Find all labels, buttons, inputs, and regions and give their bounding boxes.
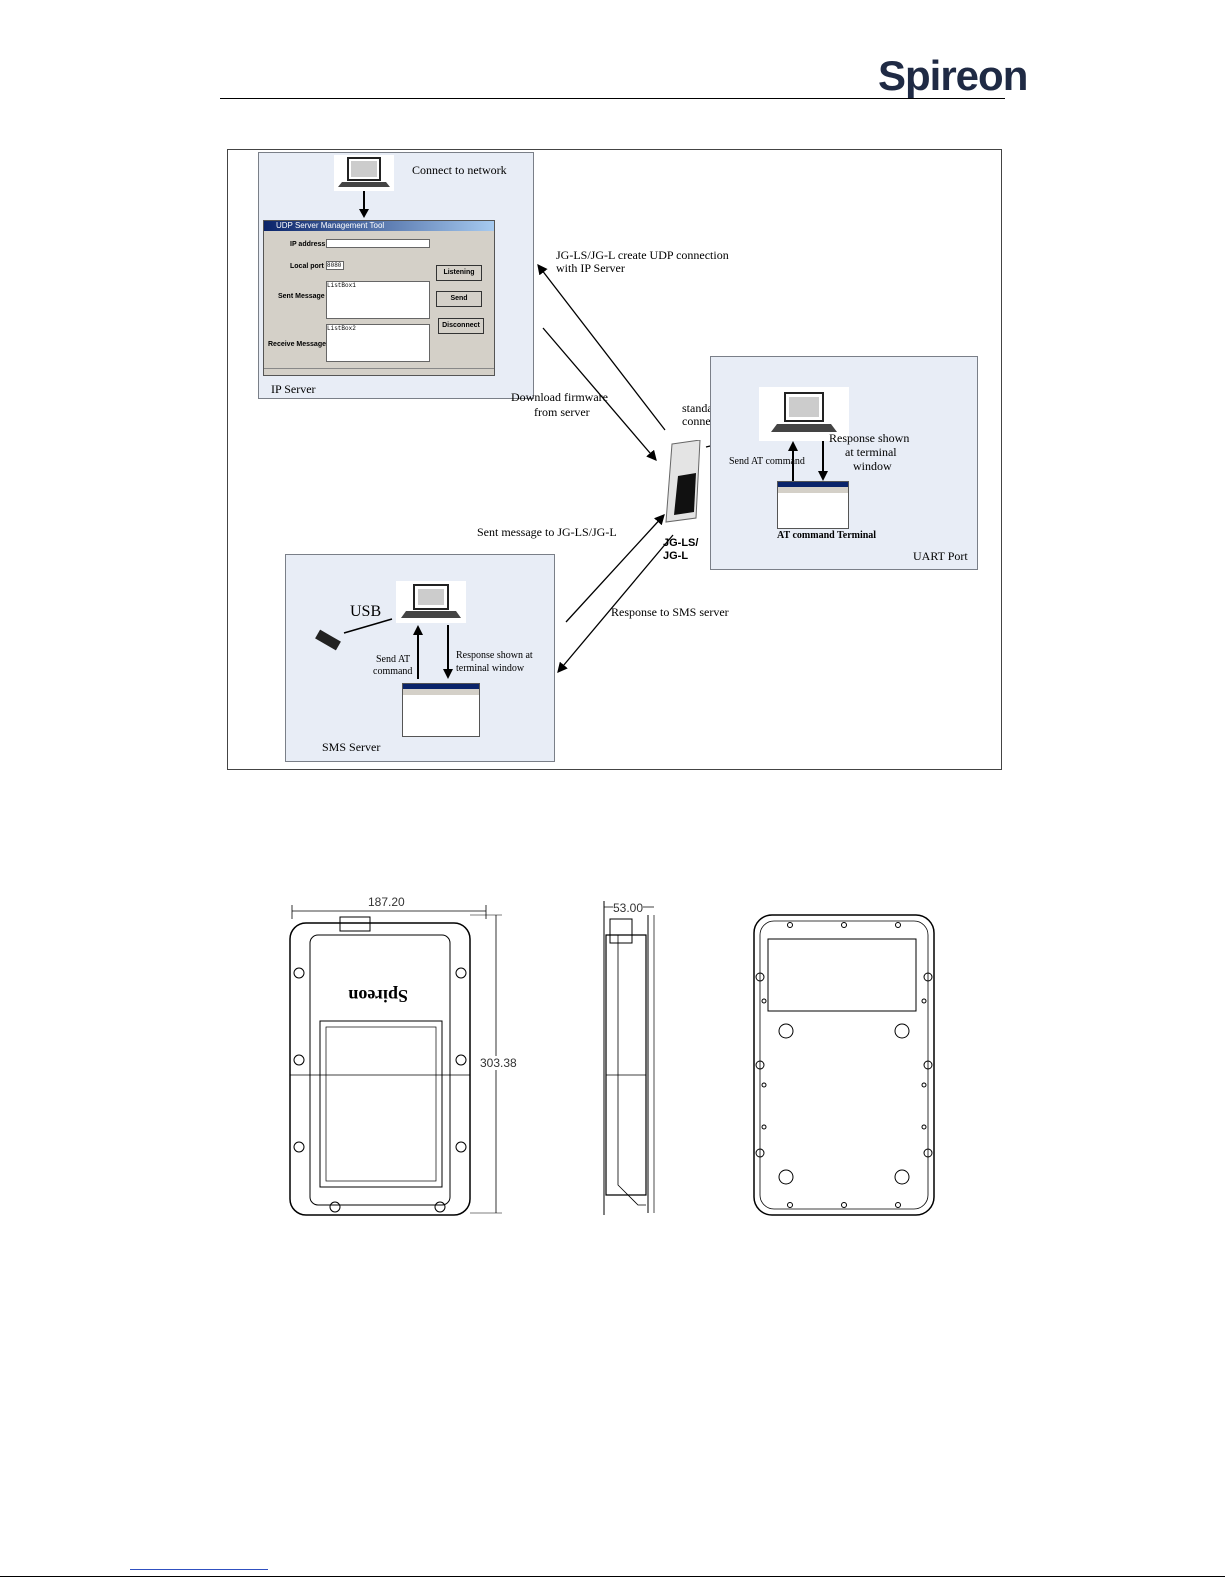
laptop-icon <box>401 584 461 618</box>
listening-button[interactable]: Listening <box>436 265 482 281</box>
device-label-2: JG-L <box>663 550 689 562</box>
terminal-window <box>777 481 849 529</box>
ip-input[interactable] <box>326 239 430 248</box>
sent-listbox[interactable]: ListBox1 <box>326 281 430 319</box>
udp-label-2: with IP Server <box>556 261 625 275</box>
receive-listbox[interactable]: ListBox2 <box>326 324 430 362</box>
up-down-arrows <box>788 441 828 481</box>
down-arrow <box>359 191 369 218</box>
laptop-icon <box>338 157 390 187</box>
ip-server-panel: Connect to network UDP Server Management… <box>258 152 534 399</box>
sms-response-1: Response shown at <box>456 650 533 661</box>
usb-modem-icon <box>315 618 393 651</box>
tracker-device-icon <box>665 440 701 523</box>
usb-label: USB <box>350 603 382 620</box>
header: Spireon <box>0 0 1225 100</box>
sent-label: Sent Message <box>278 293 325 300</box>
svg-text:Spireon: Spireon <box>348 986 408 1006</box>
sms-response-arrow <box>557 534 674 673</box>
response-label-1: Response shown <box>829 431 910 445</box>
ip-server-label: IP Server <box>271 382 316 396</box>
side-view <box>603 901 655 1215</box>
sms-send-at-1: Send AT <box>376 654 411 665</box>
send-at-label: Send AT command <box>729 456 805 467</box>
terminal-label: AT command Terminal <box>777 530 877 541</box>
header-rule <box>220 98 1005 99</box>
footer-link-underline[interactable] <box>130 1569 268 1570</box>
sms-sent-arrow <box>565 514 665 623</box>
laptop-icon <box>771 392 837 432</box>
window-title: UDP Server Management Tool <box>264 221 494 231</box>
response-label-2: at terminal <box>845 445 897 459</box>
height-dimension: 303.38 <box>480 1056 517 1070</box>
mechanical-drawing: Spireon 187.20 303.38 53.00 <box>280 895 960 1235</box>
udp-tool-window: UDP Server Management Tool IP address Lo… <box>263 220 495 376</box>
connect-label: Connect to network <box>412 163 507 177</box>
sms-server-panel: USB Send AT command Response shown at te… <box>285 554 555 762</box>
send-button[interactable]: Send <box>436 291 482 307</box>
sms-server-label: SMS Server <box>322 740 381 754</box>
uart-panel: Send AT command Response shown at termin… <box>710 356 978 570</box>
port-label: Local port <box>290 263 324 270</box>
sent-sms-label: Sent message to JG-LS/JG-L <box>477 525 617 539</box>
laptop-box <box>759 387 849 441</box>
udp-arrow <box>537 263 666 431</box>
port-input[interactable]: 8080 <box>326 261 344 270</box>
spireon-logo: Spireon <box>878 52 1028 99</box>
receive-label: Receive Message <box>268 341 326 348</box>
download-arrow <box>542 327 657 461</box>
laptop-box <box>334 155 394 191</box>
uart-label: UART Port <box>913 549 968 563</box>
depth-dimension: 53.00 <box>613 901 644 915</box>
status-bar <box>264 368 494 375</box>
device-label-1: JG-LS/ <box>663 537 699 549</box>
up-down-arrows <box>413 625 453 679</box>
width-dimension: 187.20 <box>368 895 405 909</box>
download-label-2: from server <box>534 405 590 419</box>
system-diagram: Connect to network UDP Server Management… <box>227 149 1002 770</box>
sms-send-at-2: command <box>373 666 413 677</box>
sms-response-2: terminal window <box>456 663 525 674</box>
ip-label: IP address <box>290 241 326 248</box>
footer-rule <box>0 1576 1225 1577</box>
disconnect-button[interactable]: Disconnect <box>438 318 484 334</box>
terminal-window <box>402 683 480 737</box>
download-label-1: Download firmware <box>511 390 608 404</box>
response-sms-label: Response to SMS server <box>611 605 729 619</box>
response-label-3: window <box>853 459 892 473</box>
laptop-box <box>396 581 466 623</box>
udp-label-1: JG-LS/JG-L create UDP connection <box>556 248 729 262</box>
back-view <box>753 914 935 1216</box>
